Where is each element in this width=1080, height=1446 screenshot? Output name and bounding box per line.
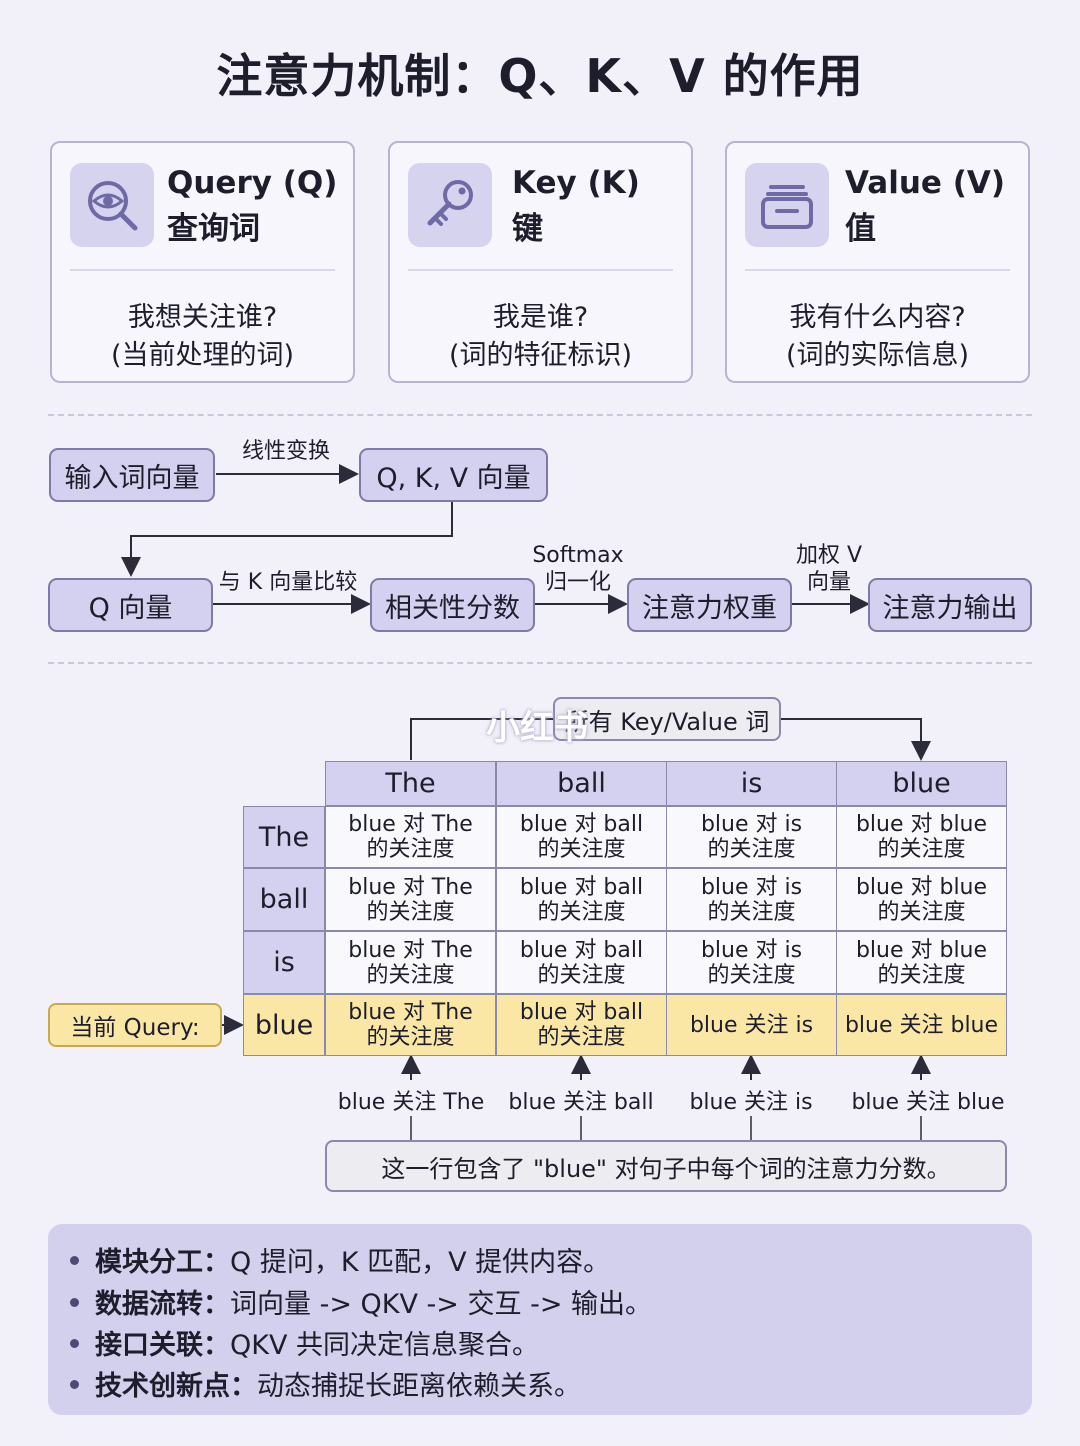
normalize-label: 归一化	[544, 570, 611, 595]
summary-item: 数据流转：词向量 -> QKV -> 交互 -> 输出。	[70, 1282, 652, 1321]
card-note: (词的实际信息)	[785, 340, 970, 371]
bullet-dot	[70, 1339, 79, 1348]
card-subtitle: 查询词	[167, 211, 260, 247]
relevance-score-box: 相关性分数	[370, 578, 535, 632]
section-divider	[48, 414, 1032, 416]
below-label: blue 关注 blue	[851, 1090, 1005, 1115]
below-label: blue 关注 ball	[508, 1090, 654, 1115]
current-query-label: 当前 Query:	[48, 1003, 222, 1047]
eye-magnifier-icon	[70, 163, 154, 247]
watermark-logo: 小红书	[486, 708, 588, 748]
linear-transform-label: 线性变换	[241, 439, 330, 464]
row-explanation-note: 这一行包含了 "blue" 对句子中每个词的注意力分数。	[325, 1140, 1007, 1192]
card-title: Key (K)	[512, 165, 640, 201]
bullet-dot	[70, 1380, 79, 1389]
card-title: Value (V)	[845, 165, 1006, 201]
qkv-vector-box: Q, K, V 向量	[359, 448, 548, 502]
below-label: blue 关注 The	[337, 1090, 485, 1115]
stacked-tray-icon	[745, 163, 829, 247]
value-card: Value (V) 值 我有什么内容? (词的实际信息)	[725, 141, 1030, 383]
weighted-v-label: 加权 V	[795, 543, 863, 568]
summary-item: 技术创新点：动态捕捉长距离依赖关系。	[70, 1364, 581, 1403]
card-divider	[745, 269, 1010, 271]
card-note: (当前处理的词)	[110, 340, 295, 371]
card-question: 我想关注谁?	[127, 302, 278, 333]
card-title: Query (Q)	[167, 165, 338, 201]
q-vector-box: Q 向量	[48, 578, 213, 632]
bullet-dot	[70, 1298, 79, 1307]
card-question: 我是谁?	[492, 302, 589, 333]
compare-label: 与 K 向量比较	[218, 570, 358, 595]
section-divider	[48, 662, 1032, 664]
summary-item: 接口关联：QKV 共同决定信息聚合。	[70, 1323, 539, 1362]
softmax-label: Softmax	[532, 543, 624, 568]
attention-weight-box: 注意力权重	[627, 578, 792, 632]
below-label: blue 关注 is	[689, 1090, 813, 1115]
card-note: (词的特征标识)	[448, 340, 633, 371]
card-divider	[408, 269, 673, 271]
key-card: Key (K) 键 我是谁? (词的特征标识)	[388, 141, 693, 383]
bullet-dot	[70, 1256, 79, 1265]
summary-item: 模块分工：Q 提问，K 匹配，V 提供内容。	[70, 1240, 610, 1279]
vector-label: 向量	[806, 570, 851, 595]
all-key-value-label: 所有 Key/Value 词	[553, 697, 781, 741]
card-subtitle: 值	[845, 211, 876, 247]
page-title: 注意力机制：Q、K、V 的作用	[216, 49, 864, 103]
card-subtitle: 键	[512, 211, 543, 247]
card-divider	[70, 269, 335, 271]
card-question: 我有什么内容?	[789, 302, 966, 333]
summary-panel: 模块分工：Q 提问，K 匹配，V 提供内容。 数据流转：词向量 -> QKV -…	[48, 1224, 1032, 1415]
attention-output-box: 注意力输出	[868, 578, 1032, 632]
input-vector-box: 输入词向量	[49, 448, 215, 502]
key-icon	[408, 163, 492, 247]
query-card: Query (Q) 查询词 我想关注谁? (当前处理的词)	[50, 141, 355, 383]
